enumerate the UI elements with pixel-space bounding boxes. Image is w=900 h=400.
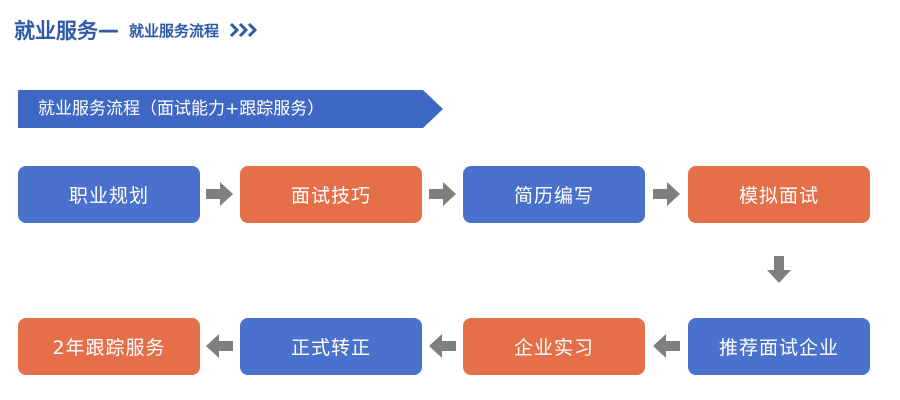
step-recommend-interview: 推荐面试企业 bbox=[688, 318, 870, 375]
arrow-left-icon bbox=[429, 334, 456, 358]
arrow-right-icon bbox=[206, 182, 233, 206]
step-label: 职业规划 bbox=[68, 185, 149, 207]
title-dash: — bbox=[98, 18, 119, 42]
section-banner: 就业服务流程（面试能力+跟踪服务） bbox=[18, 90, 443, 128]
step-label: 企业实习 bbox=[513, 337, 594, 359]
step-label: 模拟面试 bbox=[738, 185, 819, 207]
arrow-right-icon bbox=[429, 182, 456, 206]
triple-chevron-icon bbox=[229, 21, 261, 39]
banner-label: 就业服务流程（面试能力+跟踪服务） bbox=[38, 99, 325, 119]
arrow-left-icon bbox=[206, 334, 233, 358]
step-label: 2年跟踪服务 bbox=[52, 337, 166, 359]
step-company-internship: 企业实习 bbox=[463, 318, 645, 375]
step-interview-skills: 面试技巧 bbox=[240, 166, 422, 223]
step-label: 面试技巧 bbox=[290, 185, 371, 207]
page-header: 就业服务 — 就业服务流程 bbox=[14, 13, 261, 47]
step-formal-employment: 正式转正 bbox=[240, 318, 422, 375]
step-label: 推荐面试企业 bbox=[718, 337, 839, 359]
step-career-planning: 职业规划 bbox=[18, 166, 200, 223]
step-resume-writing: 简历编写 bbox=[463, 166, 645, 223]
page-title: 就业服务 bbox=[14, 19, 98, 43]
step-two-year-tracking: 2年跟踪服务 bbox=[18, 318, 200, 375]
step-label: 简历编写 bbox=[513, 185, 594, 207]
step-mock-interview: 模拟面试 bbox=[688, 166, 870, 223]
step-label: 正式转正 bbox=[290, 337, 371, 359]
page-subtitle: 就业服务流程 bbox=[129, 21, 220, 40]
arrow-left-icon bbox=[653, 334, 680, 358]
arrow-right-icon bbox=[653, 182, 680, 206]
arrow-down-icon bbox=[767, 256, 791, 283]
